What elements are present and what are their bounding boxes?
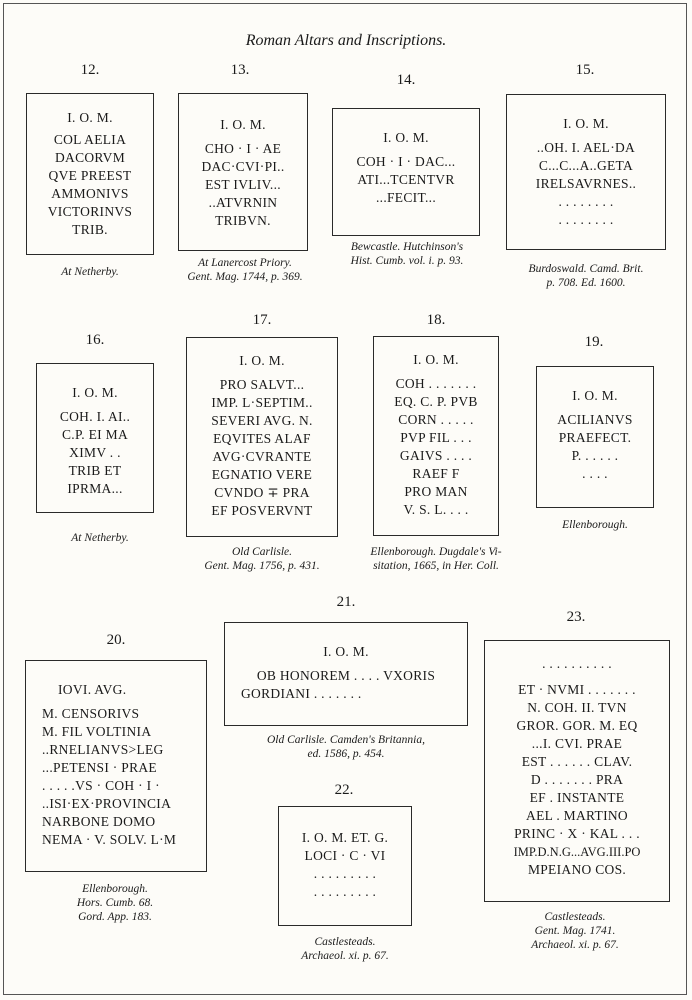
inscription: I. O. M. ..OH. I. AEL·DA C...C...A..GETA…	[535, 116, 637, 227]
altar-23: . . . . . . . . . . ET · NVMI . . . . . …	[484, 640, 670, 902]
page-title: Roman Altars and Inscriptions.	[245, 32, 447, 49]
altar-14-caption: Bewcastle. Hutchinson's Hist. Cumb. vol.…	[350, 241, 464, 267]
altar-16-number: 16.	[85, 332, 105, 348]
altar-15: I. O. M. ..OH. I. AEL·DA C...C...A..GETA…	[506, 94, 666, 250]
altar-19: I. O. M. ACILIANVS PRAEFECT. P. . . . . …	[536, 366, 654, 508]
inscription: I. O. M. COL AELIA DACORVM QVE PREEST AM…	[47, 110, 133, 237]
inscription: I. O. M. ACILIANVS PRAEFECT. P. . . . . …	[557, 388, 633, 481]
altar-21-number: 21.	[336, 594, 356, 610]
inscription: I. O. M. COH · I · DAC... ATI...TCENTVR …	[356, 130, 456, 205]
altar-23-caption: Castlesteads. Gent. Mag. 1741. Archaeol.…	[531, 911, 619, 951]
altar-20-number: 20.	[106, 632, 126, 648]
inscription: I. O. M. COH. I. AI.. C.P. EI MA XIMV . …	[59, 385, 131, 496]
altar-13: I. O. M. CHO · I · AE DAC·CVI·PI.. EST I…	[178, 93, 308, 251]
inscription: IOVI. AVG. M. CENSORIVS M. FIL VOLTINIA …	[42, 682, 177, 847]
page-frame	[3, 3, 687, 995]
altar-15-caption: Burdoswald. Camd. Brit. p. 708. Ed. 1600…	[528, 263, 644, 289]
altar-21-caption: Old Carlisle. Camden's Britannia, ed. 15…	[266, 734, 426, 760]
altar-22-number: 22.	[334, 782, 354, 798]
altar-18-caption: Ellenborough. Dugdale's Vi- sitation, 16…	[370, 546, 502, 572]
altar-12: I. O. M. COL AELIA DACORVM QVE PREEST AM…	[26, 93, 154, 255]
altar-14: I. O. M. COH · I · DAC... ATI...TCENTVR …	[332, 108, 480, 236]
altar-17-caption: Old Carlisle. Gent. Mag. 1756, p. 431.	[204, 546, 320, 572]
altar-15-number: 15.	[575, 62, 595, 78]
inscription: I. O. M. ET. G. LOCI · C · VI . . . . . …	[301, 830, 389, 899]
altar-19-caption: Ellenborough.	[562, 519, 628, 531]
altar-21: I. O. M. OB HONOREM . . . . VXORIS GORDI…	[224, 622, 468, 726]
altar-16-caption: At Netherby.	[71, 532, 129, 544]
altar-14-number: 14.	[396, 72, 416, 88]
inscription: . . . . . . . . . . ET · NVMI . . . . . …	[513, 656, 641, 877]
altar-22-caption: Castlesteads. Archaeol. xi. p. 67.	[301, 936, 389, 962]
altar-16: I. O. M. COH. I. AI.. C.P. EI MA XIMV . …	[36, 363, 154, 513]
altar-19-number: 19.	[584, 334, 604, 350]
inscription: I. O. M. PRO SALVT... IMP. L·SEPTIM.. SE…	[211, 353, 313, 518]
altar-20: IOVI. AVG. M. CENSORIVS M. FIL VOLTINIA …	[25, 660, 207, 872]
inscription: I. O. M. COH . . . . . . . EQ. C. P. PVB…	[394, 352, 478, 517]
altar-23-number: 23.	[566, 609, 586, 625]
altar-22: I. O. M. ET. G. LOCI · C · VI . . . . . …	[278, 806, 412, 926]
altar-17: I. O. M. PRO SALVT... IMP. L·SEPTIM.. SE…	[186, 337, 338, 537]
inscription: I. O. M. CHO · I · AE DAC·CVI·PI.. EST I…	[201, 117, 285, 228]
altar-17-number: 17.	[252, 312, 272, 328]
altar-12-number: 12.	[80, 62, 100, 78]
altar-18: I. O. M. COH . . . . . . . EQ. C. P. PVB…	[373, 336, 499, 536]
altar-13-caption: At Lanercost Priory. Gent. Mag. 1744, p.…	[187, 257, 303, 283]
altar-12-caption: At Netherby.	[61, 266, 119, 278]
altar-13-number: 13.	[230, 62, 250, 78]
inscription: I. O. M. OB HONOREM . . . . VXORIS GORDI…	[241, 644, 436, 701]
altar-20-caption: Ellenborough. Hors. Cumb. 68. Gord. App.…	[76, 883, 154, 923]
altar-18-number: 18.	[426, 312, 446, 328]
